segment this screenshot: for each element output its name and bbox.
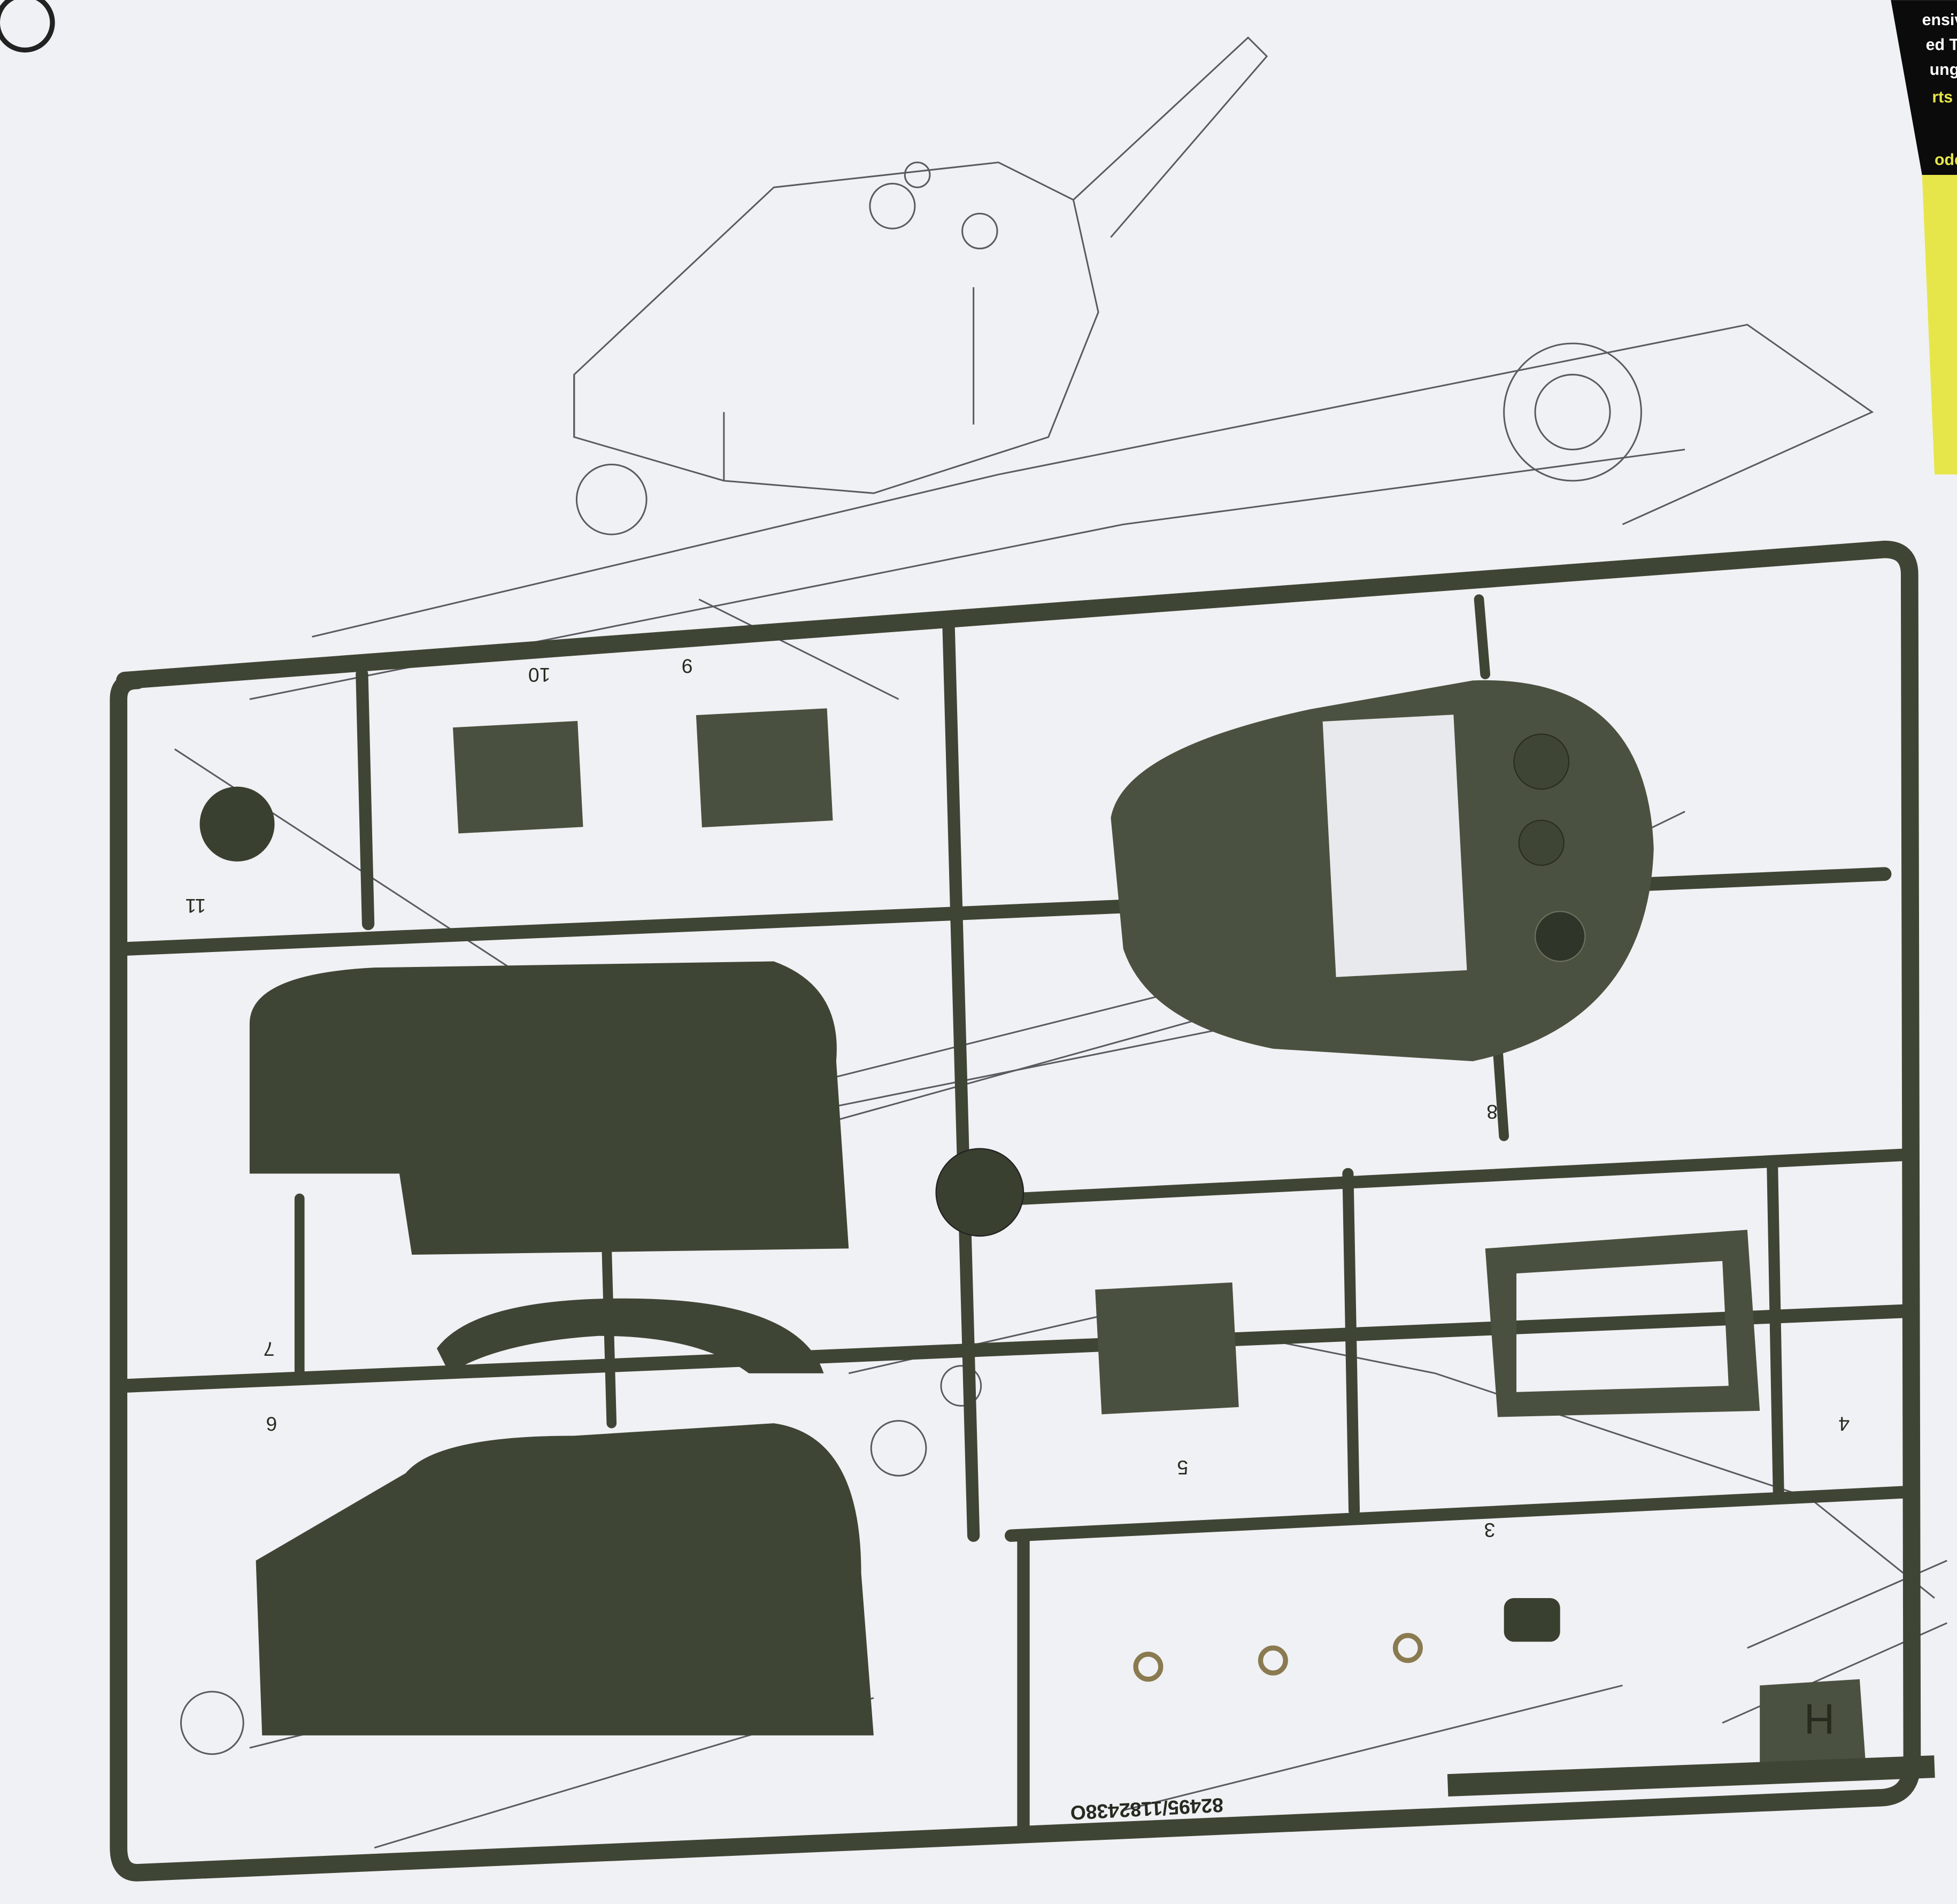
kit-box-corner: ensive ed T-2 ungar rts o ode	[1891, 0, 1957, 475]
round-part	[199, 786, 275, 862]
turret-wall-lower-part	[256, 1423, 874, 1736]
turret-ring-part	[436, 1298, 824, 1373]
turret-roof-opening	[1322, 715, 1467, 977]
logo-icon	[0, 0, 55, 53]
part-number: 11	[185, 895, 206, 917]
part-number: 4	[1838, 1412, 1850, 1435]
visor-frame-part	[1485, 1230, 1760, 1417]
part-number: 9	[682, 655, 693, 678]
hatch-part	[696, 708, 833, 827]
box-text-line: ed T-2	[1926, 36, 1957, 54]
sprue-gate-disc	[935, 1148, 1024, 1237]
hatch-part	[1095, 1282, 1239, 1415]
part-number: 7	[264, 1338, 275, 1360]
sprue-frame	[110, 540, 1921, 1882]
part-number: 3	[1484, 1519, 1496, 1541]
turret-wall-upper-part	[249, 961, 849, 1255]
sprue-letter: H	[1804, 1695, 1835, 1742]
box-text-line: ode	[1935, 151, 1957, 168]
part-number: 8	[1486, 1101, 1498, 1123]
hatch-part	[453, 721, 583, 834]
sprue-tag-h	[1760, 1679, 1866, 1773]
box-text-line: ensive	[1922, 11, 1957, 29]
part-number: 5	[1177, 1456, 1188, 1479]
part-number: 10	[528, 664, 551, 686]
sprue-parts	[199, 680, 1935, 1797]
part-number: 6	[266, 1412, 277, 1435]
box-text-line: rts o	[1932, 89, 1957, 106]
box-text-line: ungar	[1930, 61, 1957, 79]
